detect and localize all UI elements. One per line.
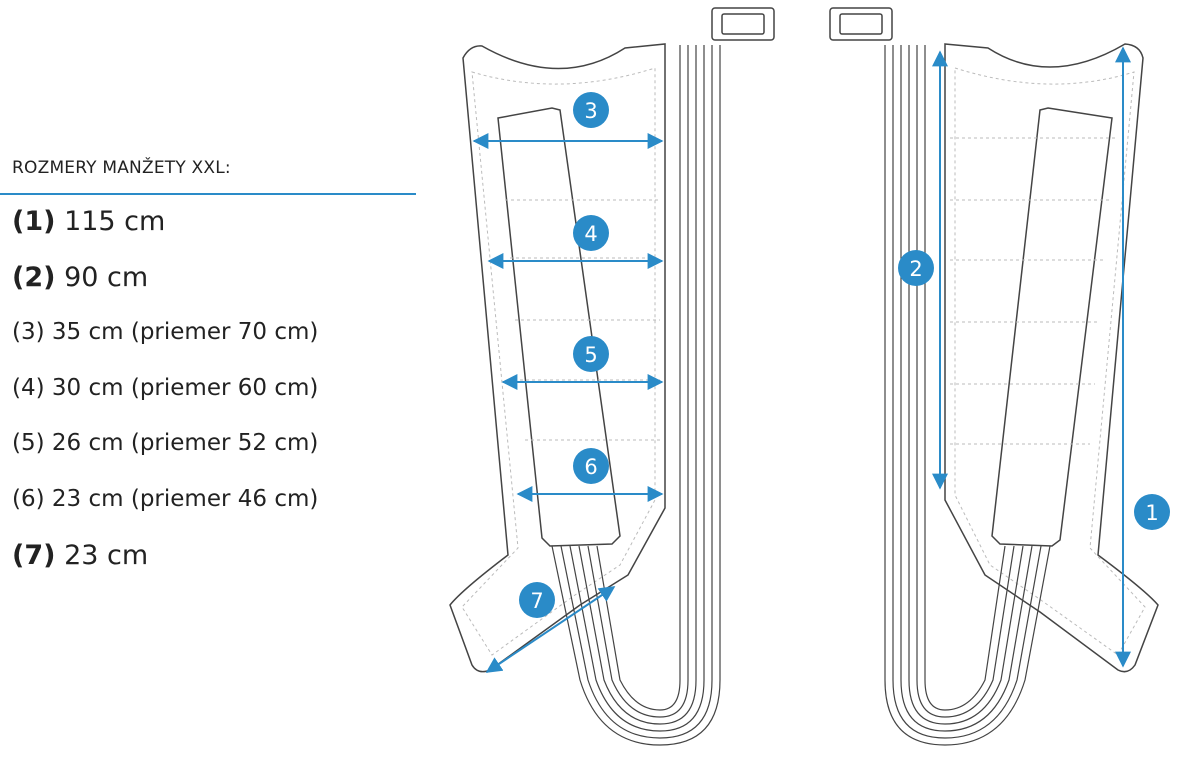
legend-item-5-number: (5) bbox=[12, 430, 45, 456]
marker-3-label: 3 bbox=[584, 99, 597, 123]
marker-5-label: 5 bbox=[584, 343, 597, 367]
legend-item-4-value: 30 cm (priemer 60 cm) bbox=[51, 375, 319, 401]
marker-4-label: 4 bbox=[584, 222, 597, 246]
legend-item-5-value: 26 cm (priemer 52 cm) bbox=[51, 430, 319, 456]
right-connector bbox=[829, 7, 893, 41]
dimension-arrows bbox=[472, 46, 1131, 673]
legend-item-1-value: 115 cm bbox=[64, 206, 166, 237]
marker-7: 7 bbox=[519, 582, 555, 618]
legend-item-1-number: (1) bbox=[12, 206, 56, 237]
legend-divider bbox=[0, 193, 416, 195]
legend-item-2-value: 90 cm bbox=[64, 262, 149, 293]
legend-item-1: (1) 115 cm bbox=[12, 206, 165, 237]
legend-item-7-number: (7) bbox=[12, 540, 56, 571]
right-cuff-inner-seam bbox=[954, 67, 1146, 656]
legend-item-7: (7) 23 cm bbox=[12, 540, 148, 571]
left-cuff-panel bbox=[497, 107, 621, 547]
legend-item-2-number: (2) bbox=[12, 262, 56, 293]
right-cuff-chamber-lines bbox=[950, 137, 1115, 445]
legend-item-6-value: 23 cm (priemer 46 cm) bbox=[51, 486, 319, 512]
legend-title: ROZMERY MANŽETY XXL: bbox=[12, 158, 231, 178]
marker-6: 6 bbox=[573, 448, 609, 484]
legend-item-4-number: (4) bbox=[12, 375, 45, 401]
left-connector bbox=[711, 7, 775, 41]
legend-item-6: (6) 23 cm (priemer 46 cm) bbox=[12, 486, 318, 512]
marker-2-label: 2 bbox=[909, 257, 922, 281]
legend-item-6-number: (6) bbox=[12, 486, 45, 512]
left-cuff-outline bbox=[449, 43, 666, 673]
dimension-arrow-7 bbox=[485, 586, 616, 673]
marker-2: 2 bbox=[898, 250, 934, 286]
legend-item-3-value: 35 cm (priemer 70 cm) bbox=[51, 319, 319, 345]
marker-5: 5 bbox=[573, 336, 609, 372]
legend-item-7-value: 23 cm bbox=[64, 540, 149, 571]
marker-1: 1 bbox=[1134, 494, 1170, 530]
right-cuff-panel bbox=[991, 107, 1113, 547]
legend-item-2: (2) 90 cm bbox=[12, 262, 148, 293]
dimensions-legend: ROZMERY MANŽETY XXL: (1) 115 cm (2) 90 c… bbox=[0, 0, 430, 781]
legend-item-3-number: (3) bbox=[12, 319, 45, 345]
marker-7-label: 7 bbox=[530, 589, 543, 613]
right-cuff bbox=[829, 7, 1159, 746]
left-cuff-hose bbox=[551, 45, 721, 746]
legend-item-3: (3) 35 cm (priemer 70 cm) bbox=[12, 319, 318, 345]
left-cuff bbox=[449, 7, 775, 746]
marker-3: 3 bbox=[573, 92, 609, 128]
marker-1-label: 1 bbox=[1145, 501, 1158, 525]
right-cuff-hose bbox=[884, 45, 1051, 746]
legend-item-4: (4) 30 cm (priemer 60 cm) bbox=[12, 375, 318, 401]
marker-4: 4 bbox=[573, 215, 609, 251]
legend-item-5: (5) 26 cm (priemer 52 cm) bbox=[12, 430, 318, 456]
marker-6-label: 6 bbox=[584, 455, 597, 479]
